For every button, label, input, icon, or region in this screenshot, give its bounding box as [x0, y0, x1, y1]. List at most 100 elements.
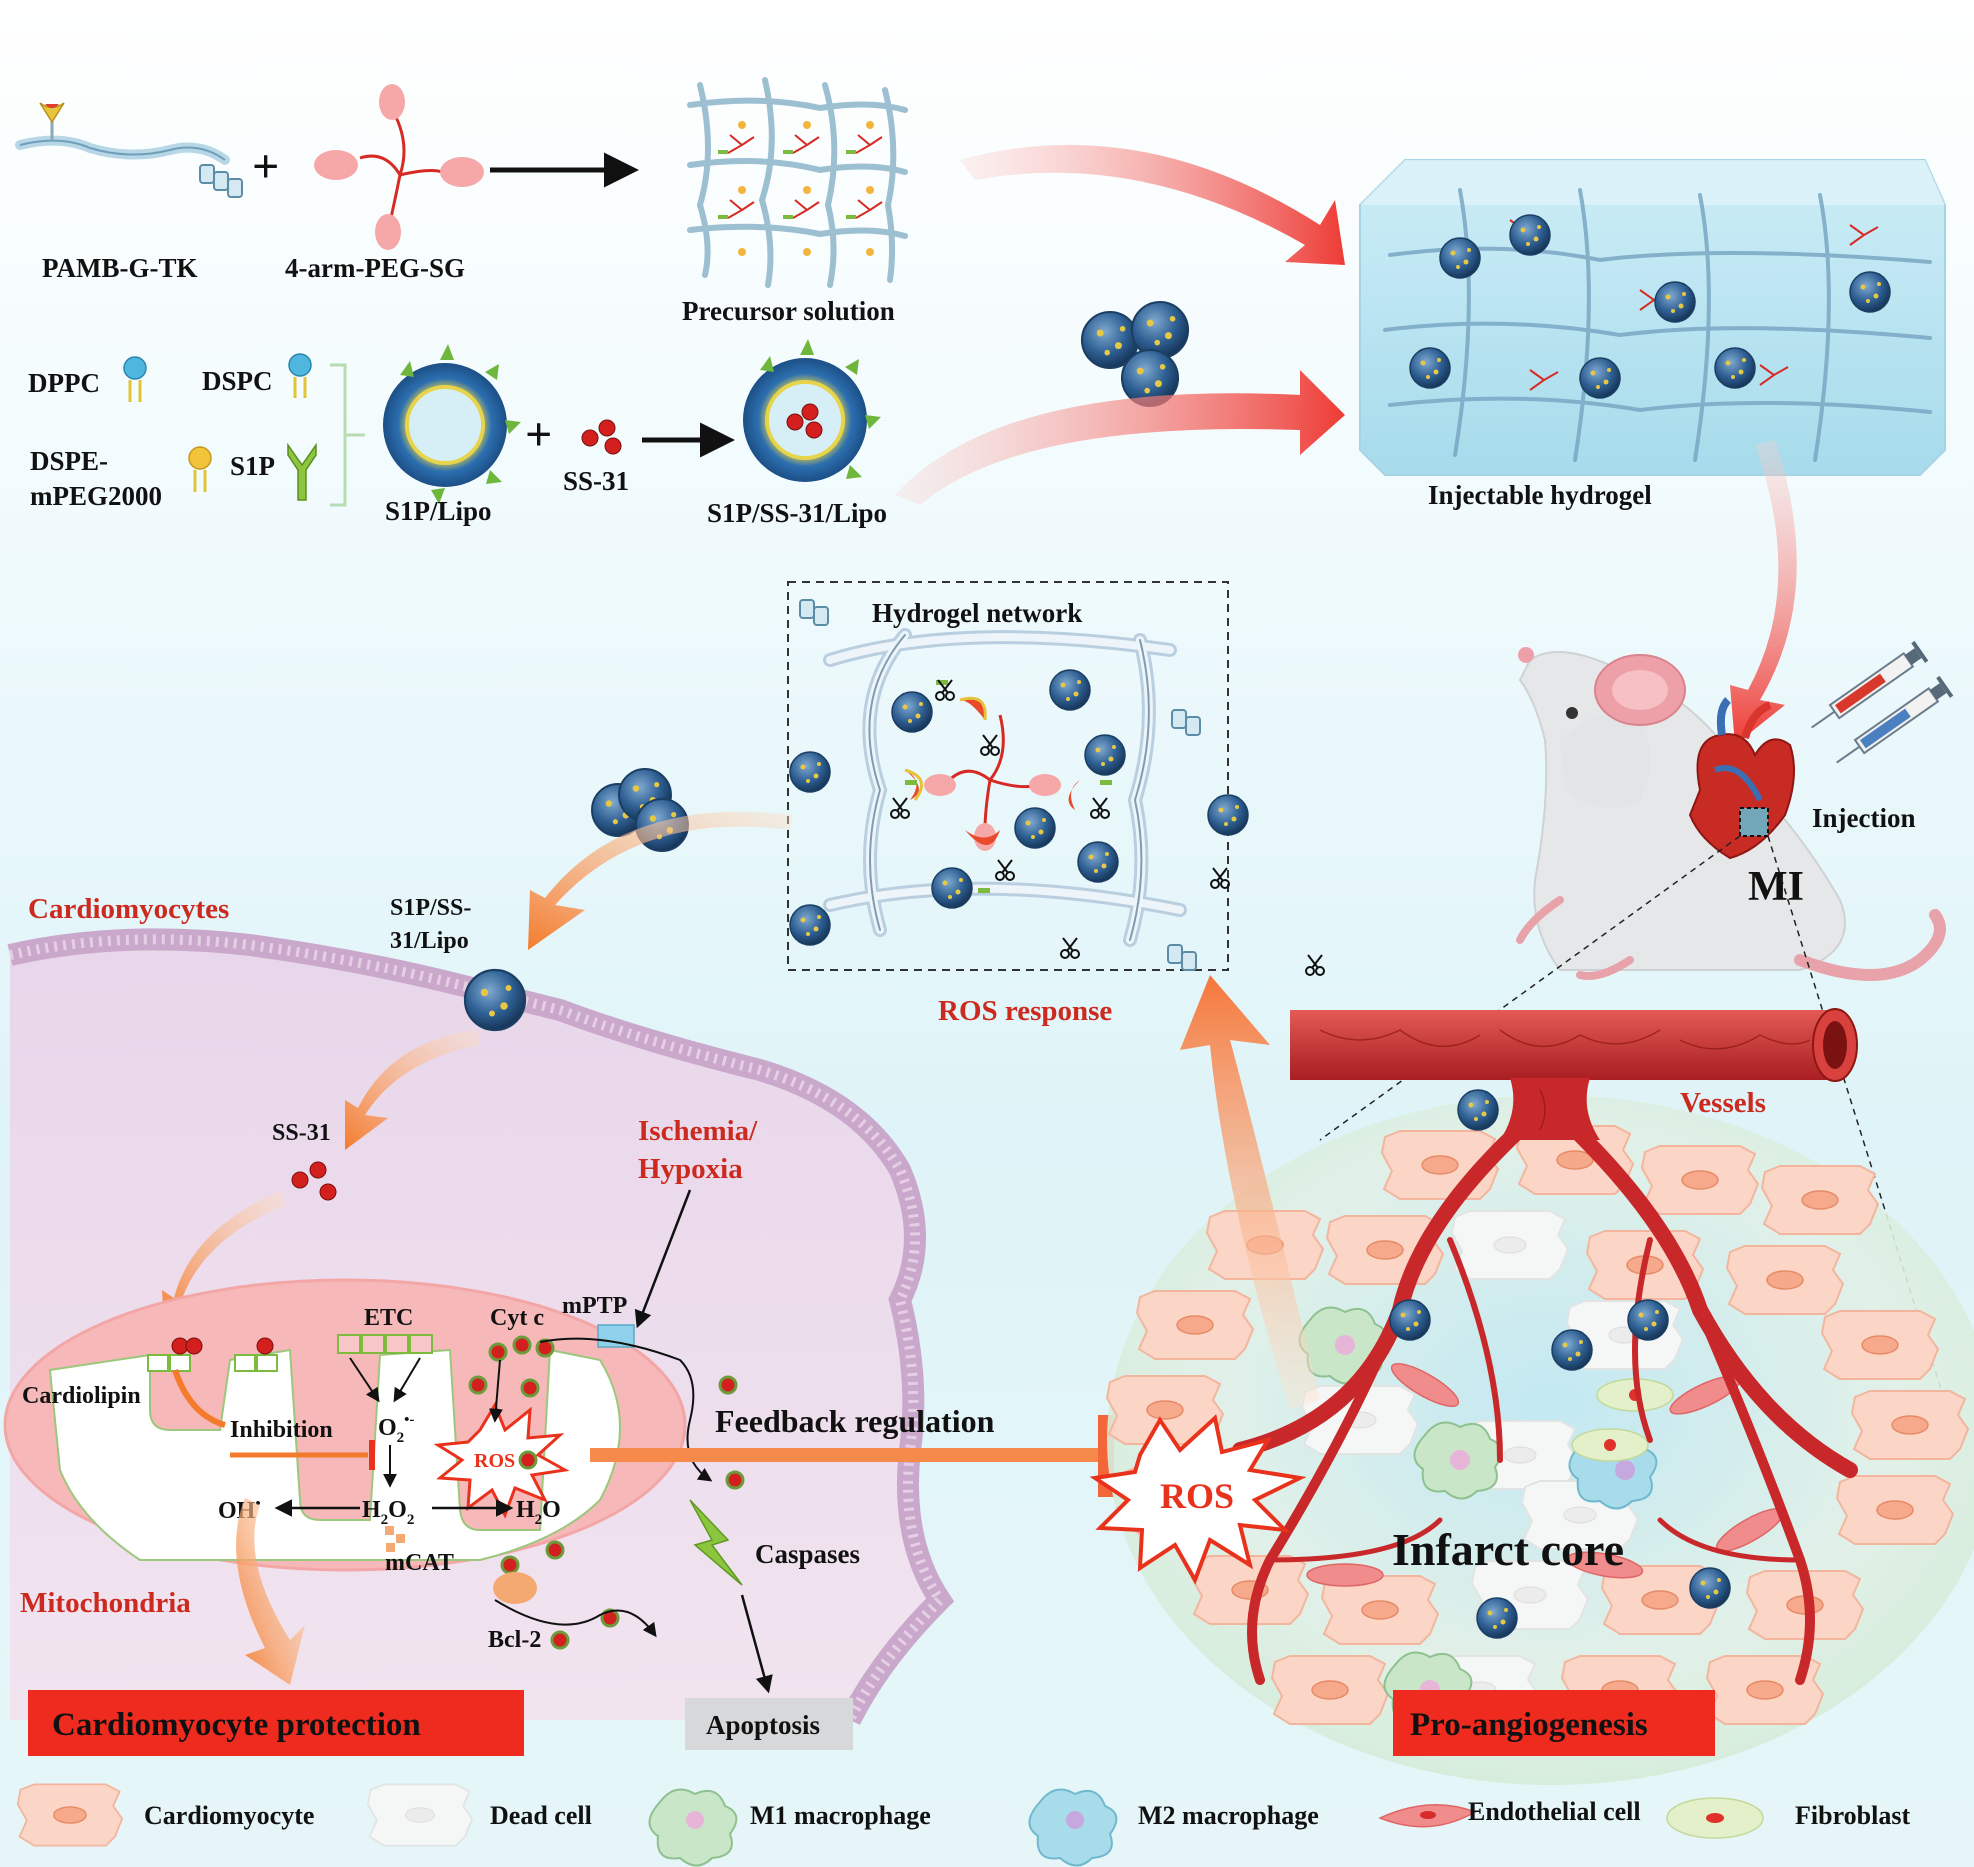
pamb-label: PAMB-G-TK — [42, 253, 197, 283]
h2o-label: H2O — [516, 1497, 561, 1528]
ros-burst-mito — [433, 1401, 570, 1519]
arrow-lipo-to-hydrogel — [895, 370, 1345, 505]
cardiomyocytes-label: Cardiomyocytes — [28, 893, 229, 925]
caspases-label: Caspases — [755, 1539, 860, 1569]
legend: Cardiomyocyte Dead cell M1 macrophage M2… — [16, 1783, 1910, 1867]
legend-fibroblast-icon — [1666, 1797, 1764, 1839]
injectable-hydrogel-block — [1359, 159, 1946, 476]
o2-label: O2•- — [378, 1412, 414, 1446]
etc-complex — [337, 1334, 433, 1354]
hydrogel-network-box — [787, 581, 1229, 971]
hydrogel-network-title: Hydrogel network — [872, 598, 1082, 628]
zoom-line-right — [1767, 835, 1961, 1451]
plus-sign-1: + — [252, 140, 279, 193]
infarct-endothelial-cells — [1306, 1362, 1785, 1587]
cardiolipin-label: Cardiolipin — [22, 1383, 141, 1409]
network-scissors-icons — [890, 679, 1325, 976]
legend-cardiomyocyte-label: Cardiomyocyte — [144, 1801, 314, 1830]
mi-label: MI — [1748, 864, 1804, 910]
precursor-label: Precursor solution — [682, 296, 895, 326]
s1p-lipo-label: S1P/Lipo — [385, 496, 492, 526]
ss31-label-top: SS-31 — [563, 466, 629, 496]
pro-angiogenesis-label: Pro-angiogenesis — [1410, 1707, 1648, 1743]
dppc-label: DPPC — [28, 368, 100, 398]
dspc-lipid-icon — [288, 353, 312, 398]
hydrogel-label: Injectable hydrogel — [1428, 480, 1652, 510]
s1p-icon — [287, 442, 317, 501]
s1p-ss31-lipo-particle — [743, 339, 881, 482]
mitochondrion — [3, 1278, 687, 1572]
s1p-lipo-particle — [383, 344, 521, 504]
dppc-lipid-icon — [123, 356, 147, 402]
mouse-illustration — [1516, 647, 1946, 981]
cell-ss31-label: SS-31 — [272, 1120, 331, 1146]
cell-lipo-label-line2: 31/Lipo — [390, 928, 469, 954]
ros-infarct-label: ROS — [1160, 1476, 1234, 1516]
s1p-ss31-lipo-label: S1P/SS-31/Lipo — [707, 498, 887, 528]
mptp-label: mPTP — [562, 1293, 627, 1319]
cell-lipo-label-line1: S1P/SS- — [390, 895, 471, 921]
arrow-network-to-cell — [528, 811, 792, 950]
cardiomyocyte-protection-label: Cardiomyocyte protection — [52, 1707, 421, 1743]
arrow-precursor-to-hydrogel — [960, 144, 1345, 265]
injection-label: Injection — [1812, 803, 1916, 833]
ischemia-label-line1: Ischemia/ — [638, 1115, 758, 1147]
dspe-label-line1: DSPE- — [30, 446, 108, 476]
s1p-label: S1P — [230, 451, 275, 481]
ros-burst-infarct — [1089, 1414, 1307, 1585]
arrow-etc-right — [393, 1357, 421, 1403]
bcl2-protein — [493, 1572, 537, 1604]
ischemia-label-line2: Hypoxia — [638, 1153, 743, 1185]
legend-m2-macrophage-icon — [1028, 1788, 1118, 1867]
syringe-icons — [1811, 640, 1954, 764]
legend-dead-cell-label: Dead cell — [490, 1801, 592, 1830]
network-tk-segments — [799, 599, 1201, 971]
apoptosis-box — [685, 1698, 853, 1750]
ss31-dots-top — [581, 419, 622, 455]
dspc-label: DSPC — [202, 366, 273, 396]
arrow-caspases-to-apoptosis — [740, 1594, 773, 1694]
bcl2-label: Bcl-2 — [488, 1627, 541, 1653]
plus-sign-2: + — [525, 408, 552, 461]
ros-mito-label: ROS — [474, 1450, 515, 1472]
h2o2-label: H2O2 — [362, 1497, 414, 1528]
apoptosis-label: Apoptosis — [706, 1710, 820, 1740]
infarct-vessel-branches — [1232, 1112, 1858, 1685]
arrow-bcl2 — [494, 1599, 657, 1638]
legend-cardiomyocyte-icon — [16, 1783, 124, 1847]
vessels-label: Vessels — [1680, 1087, 1766, 1119]
cardiolipin-arrow — [172, 1369, 226, 1428]
precursor-network — [687, 77, 908, 288]
legend-fibroblast-label: Fibroblast — [1795, 1801, 1910, 1830]
arrow-ros-to-network — [1180, 975, 1320, 1410]
cardiolipin-icons — [147, 1337, 278, 1372]
cardiomyocyte-protection-banner — [28, 1690, 524, 1756]
feedback-regulation-label: Feedback regulation — [715, 1403, 995, 1439]
heart-icon — [1688, 697, 1795, 860]
arrow-hydrogel-to-mouse — [1730, 440, 1797, 745]
mcat-label: mCAT — [385, 1550, 454, 1576]
lipo-cluster-top — [1080, 300, 1190, 408]
zoom-line-left — [1319, 835, 1741, 1141]
vessel-main — [1290, 1008, 1858, 1140]
legend-endothelial-cell-icon — [1378, 1804, 1477, 1828]
dspe-label-line2: mPEG2000 — [30, 481, 162, 511]
pamb-polymer — [15, 102, 243, 198]
ros-response-label: ROS response — [938, 995, 1112, 1027]
cell-lipo-particle — [463, 968, 527, 1032]
dspe-lipid-icon — [188, 446, 212, 492]
mitochondria-label: Mitochondria — [20, 1587, 191, 1619]
legend-m1-macrophage-icon — [648, 1788, 738, 1867]
etc-label: ETC — [364, 1305, 413, 1331]
peg-molecule — [314, 84, 484, 250]
arrow-cytc-to-ros — [488, 1359, 503, 1423]
arrow-ischemia-to-mptp — [634, 1189, 692, 1329]
arrow-lipo-release — [345, 1030, 480, 1150]
network-strands — [823, 628, 1187, 947]
infarct-core-label: Infarct core — [1392, 1524, 1624, 1575]
arrow-protection — [236, 1498, 305, 1685]
pro-angiogenesis-banner — [1393, 1690, 1715, 1756]
caspase-lightning — [689, 1499, 743, 1586]
lipid-bracket — [330, 363, 365, 507]
